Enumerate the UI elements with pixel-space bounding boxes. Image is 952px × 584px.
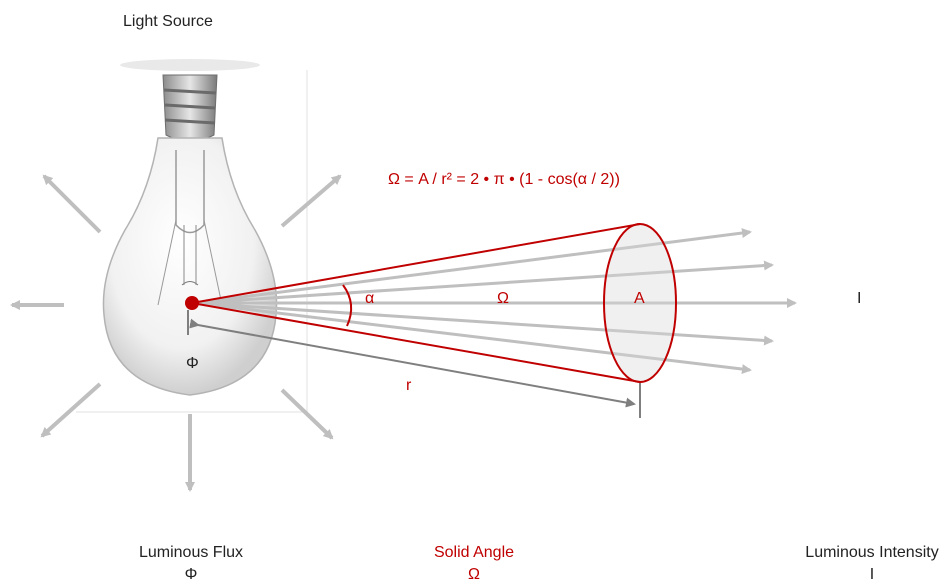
solid-angle-formula: Ω = A / r² = 2 • π • (1 - cos(α / 2)) — [388, 171, 620, 188]
intensity-label: I — [857, 290, 862, 307]
omega-label: Ω — [497, 290, 509, 307]
beam-arrows — [194, 228, 797, 375]
caption-luminous-flux-symbol: Φ — [184, 566, 198, 583]
caption-luminous-flux: Luminous Flux — [138, 544, 244, 561]
caption-solid-angle: Solid Angle — [433, 544, 515, 561]
light-bulb-image — [102, 59, 278, 396]
caption-luminous-intensity-symbol: I — [869, 566, 875, 583]
radius-dimension — [187, 310, 641, 418]
caption-solid-angle-symbol: Ω — [468, 566, 480, 583]
flux-label: Φ — [186, 355, 199, 372]
alpha-label: α — [365, 290, 375, 307]
light-source-point — [185, 296, 199, 310]
title-light-source: Light Source — [123, 13, 213, 30]
area-label: A — [634, 290, 645, 307]
caption-luminous-intensity: Luminous Intensity — [805, 544, 939, 561]
radius-label: r — [406, 377, 412, 394]
